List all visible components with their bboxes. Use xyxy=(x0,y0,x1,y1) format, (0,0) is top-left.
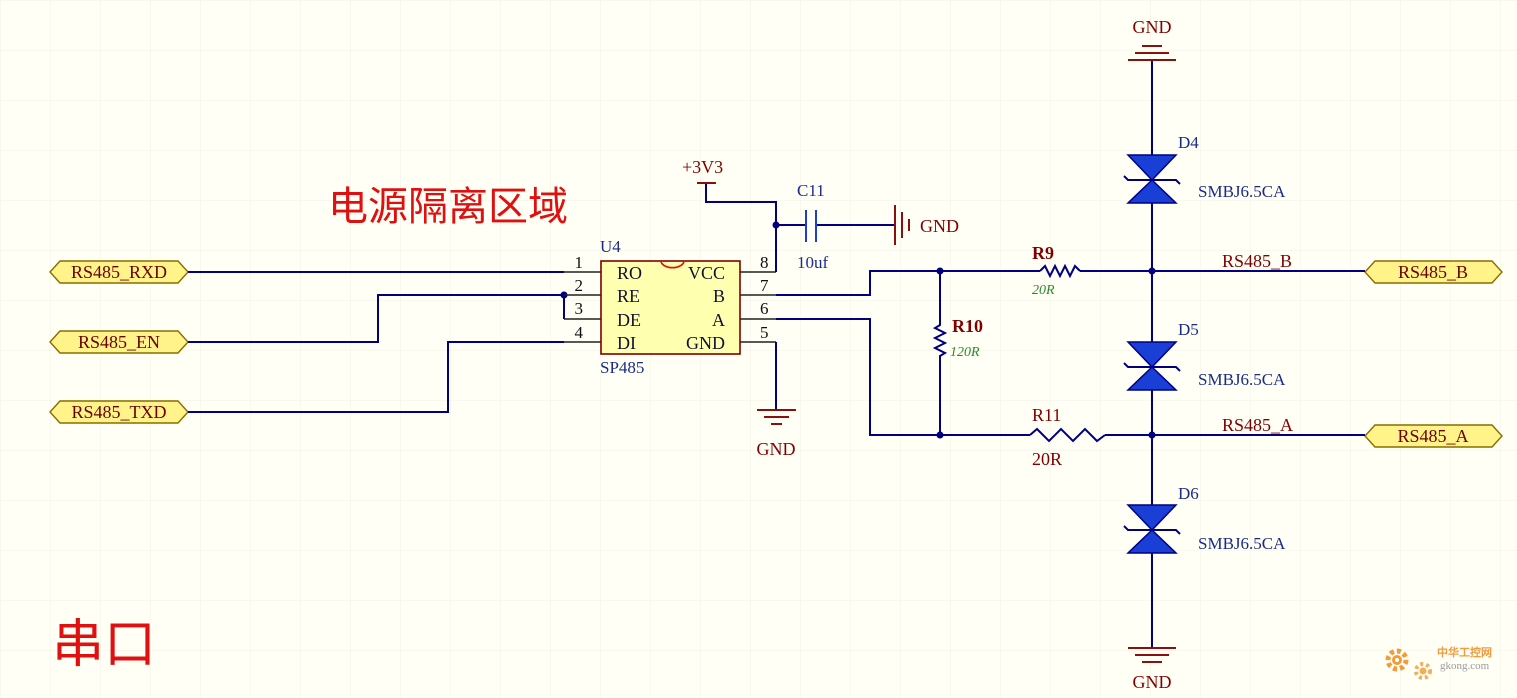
pin-name: B xyxy=(713,286,725,306)
net-port-rs485-en: RS485_EN xyxy=(49,330,189,354)
junction-dot xyxy=(936,431,944,439)
resistor-r10-body xyxy=(932,271,948,435)
tvs-diode-bar xyxy=(1123,175,1181,185)
pin-number: 8 xyxy=(760,253,769,272)
wire-rs485-en xyxy=(188,294,564,343)
tvs-diode-d5: D5 SMBJ6.5CA xyxy=(1123,320,1286,391)
net-port-label: RS485_B xyxy=(1398,262,1468,282)
pin-name: A xyxy=(712,310,725,330)
pin-number: 6 xyxy=(760,299,769,318)
resistor-r10-designator: R10 xyxy=(952,316,983,336)
diode-designator: D5 xyxy=(1178,320,1199,339)
pin-name: RE xyxy=(617,286,640,306)
net-port-rs485-rxd: RS485_RXD xyxy=(49,260,189,284)
ground-symbol-top: GND xyxy=(1128,17,1176,61)
diode-comment: SMBJ6.5CA xyxy=(1198,534,1286,553)
resistor-r9-designator: R9 xyxy=(1032,243,1054,263)
wire-line-a xyxy=(776,318,1030,436)
wire-line-b xyxy=(776,270,1040,296)
resistor-r9-value: 20R xyxy=(1032,283,1055,298)
capacitor-plates xyxy=(805,210,817,242)
chip-body xyxy=(600,260,741,355)
pin-number: 1 xyxy=(575,253,584,272)
pin-number: 3 xyxy=(575,299,584,318)
tvs-diode-icon xyxy=(1126,365,1178,391)
ground-icon xyxy=(1128,45,1176,61)
chip-designator: U4 xyxy=(600,237,621,256)
chip-right-pins xyxy=(740,271,776,343)
tvs-diode-d4: D4 SMBJ6.5CA xyxy=(1123,133,1286,204)
diode-comment: SMBJ6.5CA xyxy=(1198,182,1286,201)
ground-label: GND xyxy=(920,216,959,236)
wire-vcc xyxy=(705,183,777,272)
pin-name: GND xyxy=(686,333,725,353)
ground-label: GND xyxy=(757,439,796,459)
capacitor-value: 10uf xyxy=(797,253,829,272)
tvs-diode-icon xyxy=(1126,341,1178,369)
ground-symbol-c11: GND xyxy=(894,205,959,245)
net-port-rs485-txd: RS485_TXD xyxy=(49,400,189,424)
pin1-notch-mark xyxy=(660,261,685,269)
pin-name: RO xyxy=(617,263,642,283)
capacitor-designator: C11 xyxy=(797,181,825,200)
net-port-label: RS485_TXD xyxy=(71,402,166,422)
resistor-r11-designator: R11 xyxy=(1032,405,1061,425)
chip-left-pins xyxy=(564,271,601,343)
gear-icon xyxy=(1385,648,1409,672)
watermark-site: gkong.com xyxy=(1440,660,1490,672)
ground-symbol-u4: GND xyxy=(757,409,796,459)
pin-name: DI xyxy=(617,333,636,353)
capacitor-c11: C11 10uf xyxy=(776,181,895,272)
tvs-diode-icon xyxy=(1126,528,1178,554)
tvs-diode-icon xyxy=(1126,178,1178,204)
diode-designator: D6 xyxy=(1178,484,1199,503)
resistor-r11-value: 20R xyxy=(1032,449,1062,469)
gear-icon xyxy=(1414,662,1432,680)
ground-label: GND xyxy=(1133,17,1172,37)
tvs-diode-icon xyxy=(1126,504,1178,532)
ground-symbol-bottom: GND xyxy=(1128,647,1176,692)
pin-number: 2 xyxy=(575,276,584,295)
watermark-brand: 中华工控网 xyxy=(1437,645,1492,659)
net-port-rs485-b: RS485_B xyxy=(1364,260,1503,284)
watermark-logo: 中华工控网 gkong.com xyxy=(1385,645,1492,680)
chip-comment: SP485 xyxy=(600,358,644,377)
pin-number: 7 xyxy=(760,276,769,295)
net-port-rs485-a: RS485_A xyxy=(1364,424,1503,448)
pin-name: DE xyxy=(617,310,641,330)
wire-rs485-txd xyxy=(188,341,564,413)
resistor-r11-body xyxy=(1029,427,1106,443)
ground-icon xyxy=(757,409,796,425)
net-name-rs485-a: RS485_A xyxy=(1222,415,1293,435)
ground-label: GND xyxy=(1133,672,1172,692)
net-port-label: RS485_EN xyxy=(78,332,160,352)
tvs-diode-bar xyxy=(1123,525,1181,535)
zone-label: 电源隔离区域 xyxy=(328,184,568,229)
diode-designator: D4 xyxy=(1178,133,1199,152)
power-port-vcc-label: +3V3 xyxy=(682,157,723,177)
resistor-r9-body xyxy=(1039,263,1081,279)
resistor-r10-value: 120R xyxy=(950,345,980,360)
chip-u4: RO RE DE DI VCC B A GND 1 2 3 4 8 7 6 5 … xyxy=(564,237,776,377)
pin-name: VCC xyxy=(688,263,725,283)
ground-icon xyxy=(894,205,910,245)
section-label: 串口 xyxy=(52,617,156,674)
ground-icon xyxy=(1128,647,1176,663)
net-port-label: RS485_A xyxy=(1397,426,1468,446)
net-name-rs485-b: RS485_B xyxy=(1222,251,1292,271)
net-port-label: RS485_RXD xyxy=(71,262,167,282)
diode-comment: SMBJ6.5CA xyxy=(1198,370,1286,389)
tvs-diode-icon xyxy=(1126,154,1178,182)
pin-number: 4 xyxy=(575,323,584,342)
tvs-diode-d6: D6 SMBJ6.5CA xyxy=(1123,484,1286,554)
tvs-diode-bar xyxy=(1123,362,1181,372)
pin-number: 5 xyxy=(760,323,769,342)
